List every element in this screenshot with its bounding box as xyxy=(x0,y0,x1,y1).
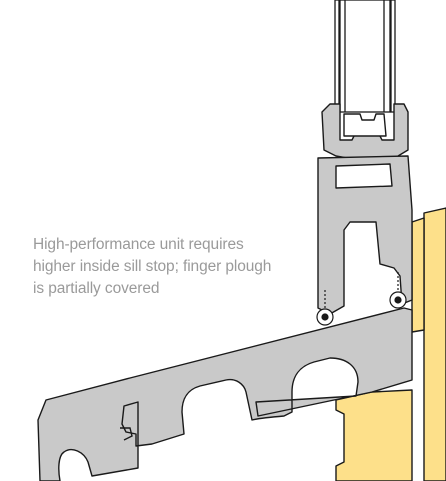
finger-plough-lip xyxy=(120,427,133,441)
annotation-line: High-performance unit requires xyxy=(33,236,244,253)
sash-frame-profile xyxy=(317,103,413,315)
screw-icon xyxy=(316,290,334,326)
timber-sill-block xyxy=(335,207,446,481)
sill-base-profile xyxy=(37,307,413,481)
glazing-unit xyxy=(334,0,396,113)
annotation-text: High-performance unit requires higher in… xyxy=(33,234,323,300)
screw-icon xyxy=(389,272,407,309)
annotation-line: is partially covered xyxy=(33,280,160,297)
annotation-line: higher inside sill stop; finger plough xyxy=(33,258,272,275)
